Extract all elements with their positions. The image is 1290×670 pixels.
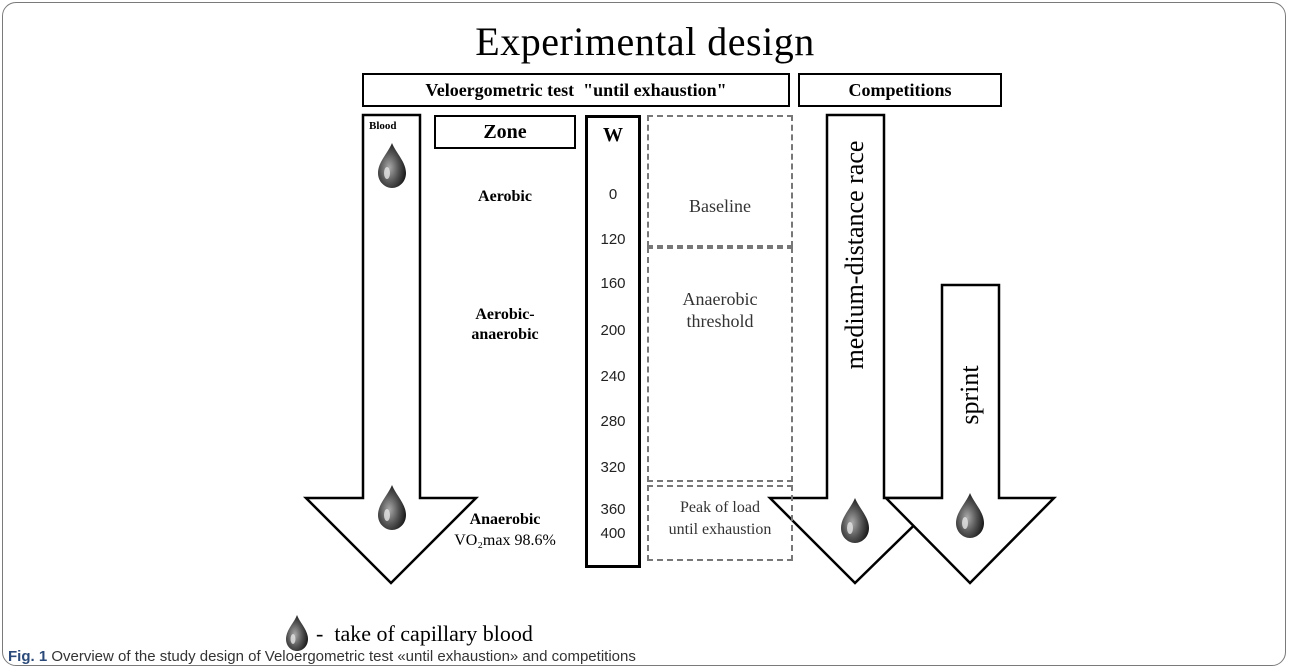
competitions-header: Competitions (798, 73, 1002, 107)
watt-value: 320 (600, 459, 626, 476)
zone-aerobic-anaerobic-line1: Aerobic- (475, 306, 535, 323)
zone-anaerobic: Anaerobic (469, 511, 541, 528)
watt-value: 160 (600, 275, 626, 292)
baseline-stage-box (647, 115, 793, 247)
test-header-label: Veloergometric test "until exhaustion" (425, 79, 727, 100)
watt-value: 360 (600, 501, 626, 518)
watt-header: W (603, 124, 623, 146)
blood-drop-icon (378, 143, 406, 188)
zone-header: Zone (434, 115, 576, 149)
medium-distance-race-label: medium-distance race (840, 140, 869, 370)
peak-stage-box (647, 485, 793, 561)
caption-label: Fig. 1 (8, 648, 48, 665)
threshold-stage-label: Anaerobic threshold (647, 288, 793, 332)
blood-sampling-arrow (302, 113, 480, 585)
watt-value: 400 (600, 525, 626, 542)
watt-value: 120 (600, 231, 626, 248)
peak-label-line2: until exhaustion (668, 521, 772, 538)
legend-blood-drop-icon (286, 615, 308, 651)
test-header: Veloergometric test "until exhaustion" (362, 73, 790, 107)
threshold-label-line1: Anaerobic (682, 289, 758, 309)
watt-value: 200 (600, 322, 626, 339)
medium-distance-race-arrow (766, 113, 946, 585)
watt-value: 280 (600, 413, 626, 430)
threshold-label-line2: threshold (686, 311, 754, 331)
peak-stage-label: Peak of load until exhaustion (647, 497, 793, 541)
blood-drop-icon (378, 485, 406, 530)
zone-aerobic: Aerobic (478, 188, 532, 205)
zone-aerobic-anaerobic: Aerobic- anaerobic (434, 305, 576, 345)
competitions-header-label: Competitions (848, 79, 952, 100)
zone-aerobic-anaerobic-line2: anaerobic (471, 326, 539, 343)
blood-drop-icon (956, 493, 984, 538)
sprint-arrow (883, 283, 1057, 585)
sprint-label: sprint (955, 365, 984, 425)
threshold-stage-box (647, 247, 793, 482)
watt-value: 240 (600, 368, 626, 385)
vo2max-label: VO₂max 98.6% (454, 532, 556, 549)
baseline-stage-label: Baseline (689, 196, 751, 216)
blood-drop-icon (841, 498, 869, 543)
blood-label: Blood (369, 120, 397, 132)
peak-label-line1: Peak of load (680, 499, 760, 516)
legend-text: - take of capillary blood (316, 621, 533, 646)
figure-caption: Fig. 1 Overview of the study design of V… (8, 648, 636, 665)
watt-value: 0 (608, 186, 618, 203)
caption-text: Overview of the study design of Veloergo… (47, 648, 636, 665)
diagram-title: Experimental design (475, 19, 815, 64)
watt-column (585, 115, 641, 568)
zone-header-label: Zone (483, 120, 527, 143)
